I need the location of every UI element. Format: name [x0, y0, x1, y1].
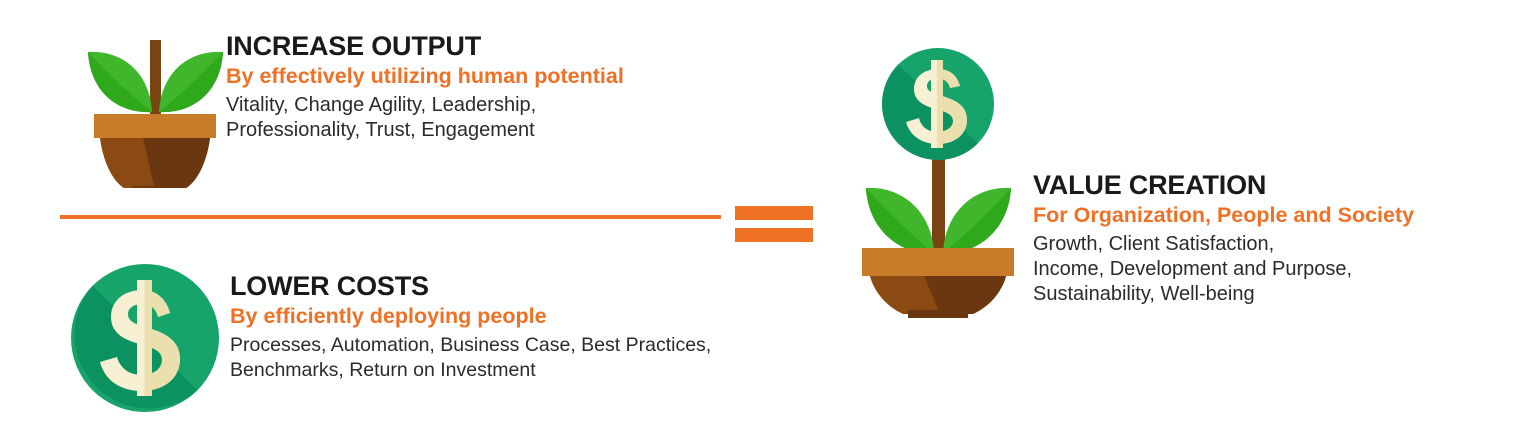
value-creation-heading: VALUE CREATION — [1033, 170, 1267, 200]
increase-output-block: INCREASE OUTPUT By effectively utilizing… — [226, 31, 624, 143]
equals-bar-top — [735, 206, 813, 220]
value-creation-body: Growth, Client Satisfaction, Income, Dev… — [1033, 233, 1353, 305]
money-plant-icon — [848, 48, 1028, 318]
increase-output-subheading: By effectively utilizing human potential — [226, 64, 624, 88]
increase-output-heading: INCREASE OUTPUT — [226, 31, 482, 61]
lower-costs-block: LOWER COSTS By efficiently deploying peo… — [230, 271, 711, 383]
lower-costs-body: Processes, Automation, Business Case, Be… — [230, 334, 712, 381]
value-creation-subheading: For Organization, People and Society — [1033, 203, 1415, 227]
dollar-coin-icon — [70, 263, 220, 413]
equals-bar-bottom — [735, 228, 813, 242]
equals-sign — [735, 206, 813, 242]
lower-costs-heading: LOWER COSTS — [230, 271, 429, 301]
value-creation-block: VALUE CREATION For Organization, People … — [1033, 170, 1414, 307]
increase-output-body: Vitality, Change Agility, Leadership, Pr… — [226, 94, 537, 141]
horizontal-rule — [60, 215, 721, 219]
plant-in-pot-icon — [80, 28, 230, 188]
lower-costs-subheading: By efficiently deploying people — [230, 304, 547, 328]
